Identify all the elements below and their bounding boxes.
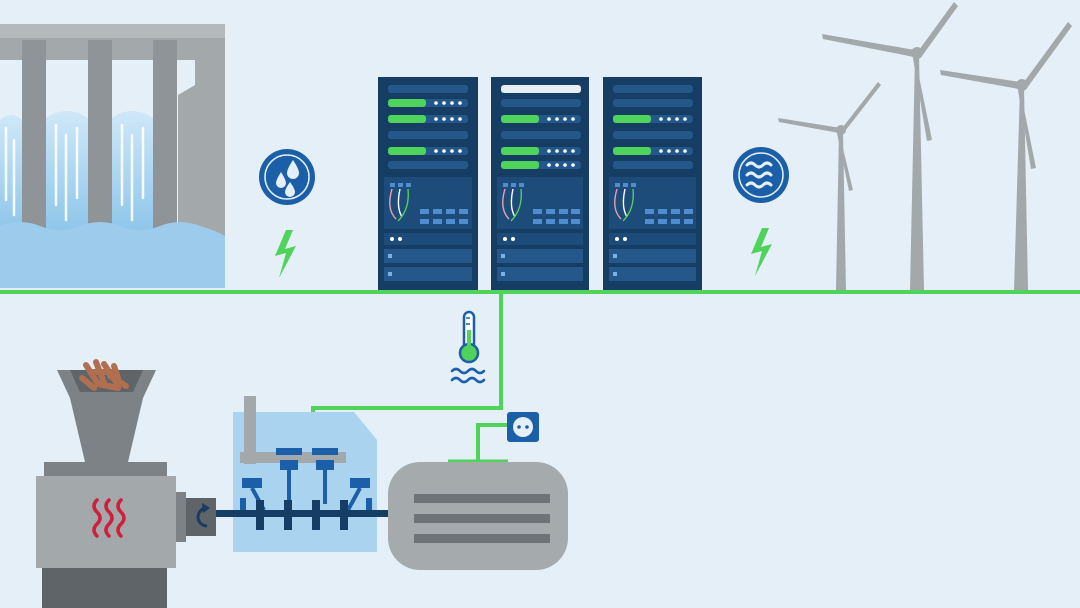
server-rack — [491, 77, 589, 290]
biomass-boiler — [36, 359, 216, 608]
reservoir-water — [0, 222, 225, 288]
lightning-bolt-icon — [275, 230, 296, 278]
combustion-engine — [216, 396, 391, 552]
thermometer-water-icon — [450, 310, 486, 384]
electric-generator — [388, 462, 568, 570]
wood-pellet-hopper — [57, 370, 156, 462]
hydro-dam — [0, 24, 225, 288]
server-rack — [603, 77, 702, 290]
heat-waves-icon — [92, 498, 126, 538]
wind-turbine — [822, 2, 958, 290]
wind-turbine — [940, 22, 1072, 290]
lightning-bolt-icon — [751, 228, 772, 276]
spillway-water — [0, 115, 22, 230]
server-rack — [378, 77, 478, 290]
water-drops-icon — [259, 149, 315, 205]
boiler-body — [36, 476, 176, 568]
air-waves-icon — [733, 147, 789, 203]
crankshaft — [216, 510, 391, 517]
power-grid — [0, 290, 1080, 465]
wood-pellets — [79, 359, 129, 391]
power-socket-icon — [507, 412, 539, 442]
wind-turbine — [778, 82, 881, 290]
